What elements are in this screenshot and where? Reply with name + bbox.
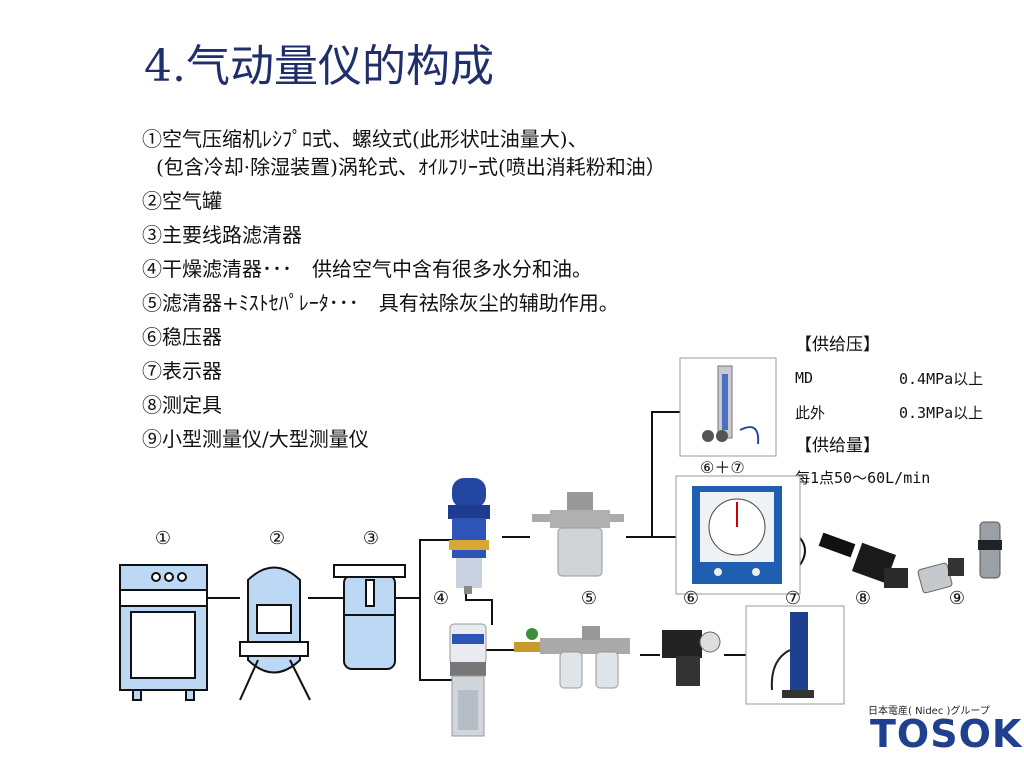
indicator-icon (745, 605, 845, 705)
regulator-icon (662, 630, 721, 686)
label-indicator: ⑦ (784, 588, 802, 609)
supply-row: MD 0.4MPa以上 (795, 361, 983, 395)
gauge-head-icon (917, 521, 1002, 594)
label-main-filter: ③ (362, 528, 380, 549)
supply-row-key: 此外 (795, 403, 826, 422)
label-measuring-tool: ⑧ (854, 588, 872, 609)
list-item: ⑤滤清器+ﾐｽﾄｾﾊﾟﾚｰﾀ･･･ 具有祛除灰尘的辅助作用。 (142, 291, 619, 315)
air-tank-icon (239, 566, 311, 701)
supply-pressure-header: 【供给压】 (795, 335, 880, 355)
list-item: ⑦表示器 (142, 359, 222, 383)
dial-gauge-icon (675, 475, 801, 595)
pipe (799, 537, 806, 566)
filter-regulator-icon (514, 626, 630, 689)
list-item: (包含冷却·除湿装置)涡轮式、ｵｲﾙﾌﾘｰ式(喷出消耗粉和油） (156, 155, 666, 179)
supply-flow-header: 【供给量】 (795, 436, 880, 456)
list-item: ⑨小型测量仪/大型测量仪 (142, 427, 369, 451)
group-logo-text: 日本電産( Nidec )グループ (868, 706, 990, 717)
gauge-column-icon (679, 357, 777, 457)
pipe (465, 592, 493, 625)
brand-logo: TOSOK (870, 712, 1023, 756)
component-list: ①空气压缩机ﾚｼﾌﾟﾛ式、螺纹式(此形状吐油量大)、 (包含冷却·除湿装置)涡轮… (142, 122, 666, 456)
compressor-icon (119, 564, 208, 701)
dryer-filter-icon (449, 623, 487, 737)
label-mist-separator: ⑤ (580, 588, 598, 609)
list-item: ②空气罐 (142, 189, 222, 213)
pipe (419, 598, 452, 681)
list-item: ⑥稳压器 (142, 325, 222, 349)
list-item: ③主要线路滤清器 (142, 223, 302, 247)
list-item: ④干燥滤清器･･･ 供给空气中含有很多水分和油。 (142, 257, 592, 281)
supply-flow: 每1点50～60L/min (795, 468, 931, 487)
pipe (622, 411, 680, 538)
label-regulator: ⑥ (682, 588, 700, 609)
mist-separator-icon (530, 486, 626, 582)
list-item: ①空气压缩机ﾚｼﾌﾟﾛ式、螺纹式(此形状吐油量大)、 (142, 127, 588, 151)
dryer-filter-icon (448, 478, 490, 594)
list-item: ⑧测定具 (142, 393, 222, 417)
measuring-tool-icon (818, 532, 908, 588)
label-regulator-indicator: ⑥＋⑦ (700, 458, 745, 477)
supply-row-value: 0.4MPa以上 (899, 369, 984, 388)
page-title: 4.气动量仪的构成 (144, 41, 494, 92)
main-filter-icon (333, 564, 406, 670)
supply-row-value: 0.3MPa以上 (899, 403, 984, 422)
supply-row-key: MD (795, 369, 814, 387)
supply-spec: 【供给压】 MD 0.4MPa以上 此外 0.3MPa以上 【供给量】 每1点5… (795, 330, 983, 494)
label-dryer: ④ (432, 588, 450, 609)
pipe (419, 539, 452, 598)
label-gauge-head: ⑨ (948, 588, 966, 609)
supply-row: 此外 0.3MPa以上 (795, 395, 983, 429)
label-tank: ② (268, 528, 286, 549)
label-compressor: ① (154, 528, 172, 549)
